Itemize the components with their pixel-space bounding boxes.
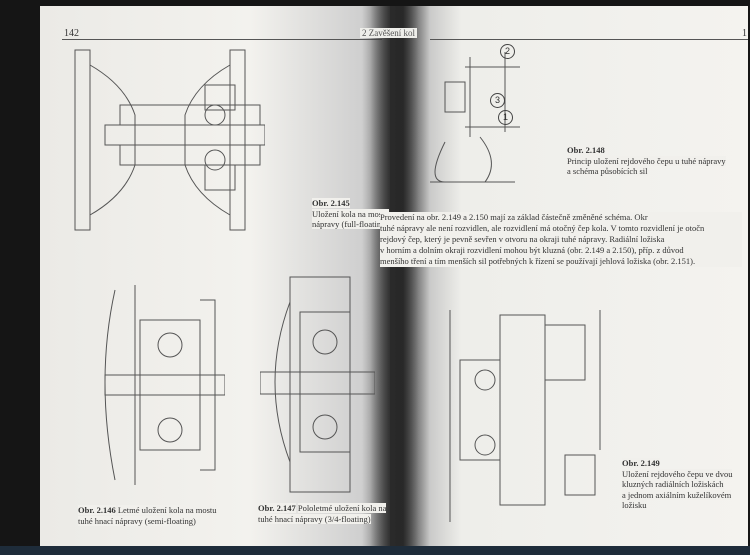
caption-2-147: Obr. 2.147 Pololetmé uložení kola na tuh… — [258, 503, 398, 524]
caption-line: nápravy (full-floating) — [312, 219, 389, 229]
caption-line: Letmé uložení kola na mostu — [117, 505, 217, 515]
body-paragraph: Provedení na obr. 2.149 a 2.150 mají za … — [380, 212, 742, 267]
figure-label: Obr. 2.148 — [567, 145, 605, 155]
caption-line: ložisku — [622, 500, 647, 510]
caption-line: Uložení kola na mostu — [312, 208, 389, 219]
figure-2-148-diagram — [430, 52, 520, 183]
text-line: tuhé nápravy ale není rozvidlen, ale roz… — [380, 223, 742, 234]
scanner-edge — [0, 546, 750, 555]
caption-2-145: Obr. 2.145 Uložení kola na mostu nápravy… — [312, 198, 407, 230]
header-rule-left — [62, 39, 382, 40]
caption-line: kluzných radiálních ložiskách — [622, 479, 724, 489]
figure-2-146-drawing — [104, 285, 225, 485]
caption-2-146: Obr. 2.146 Letmé uložení kola na mostu t… — [78, 505, 238, 526]
figure-2-149-drawing — [449, 310, 601, 522]
text-line: rejdový čep, který je pevně sevřen v otv… — [380, 234, 742, 245]
book-gutter-shadow — [370, 6, 430, 546]
caption-2-148: Obr. 2.148 Princip uložení rejdového čep… — [567, 145, 747, 177]
text-line: v horním a dolním okraji rozvidlení moho… — [380, 245, 742, 256]
caption-2-149: Obr. 2.149 Uložení rejdového čepu ve dvo… — [622, 458, 747, 511]
figure-label: Obr. 2.149 — [622, 458, 660, 468]
header-rule-right — [430, 39, 748, 40]
running-head: 2 Zavěšení kol — [360, 28, 417, 38]
page-number-right: 1 — [742, 28, 747, 39]
figure-label: Obr. 2.147 — [258, 503, 296, 513]
caption-line: a schéma působících sil — [567, 166, 648, 176]
force-label-1: 1 — [498, 110, 513, 125]
caption-line: tuhé hnací nápravy (semi-floating) — [78, 515, 196, 526]
caption-line: Princip uložení rejdového čepu u tuhé ná… — [567, 155, 726, 166]
caption-line: Pololetmé uložení kola na — [297, 503, 387, 513]
caption-line: a jednom axiálním kuželíkovém — [622, 489, 732, 500]
text-line: menšího tření a tím menších sil potřebný… — [380, 256, 742, 267]
figure-2-147-drawing — [260, 276, 375, 493]
text-line: Provedení na obr. 2.149 a 2.150 mají za … — [380, 212, 742, 223]
page-number-left: 142 — [64, 28, 79, 39]
figure-label: Obr. 2.145 — [312, 198, 350, 208]
figure-2-145-drawing — [74, 49, 265, 231]
caption-line: Uložení rejdového čepu ve dvou — [622, 468, 733, 479]
figure-label: Obr. 2.146 — [78, 505, 116, 515]
force-label-3: 3 — [490, 93, 505, 108]
caption-line: tuhé hnací nápravy (3/4-floating) — [258, 513, 371, 524]
force-label-2: 2 — [500, 44, 515, 59]
